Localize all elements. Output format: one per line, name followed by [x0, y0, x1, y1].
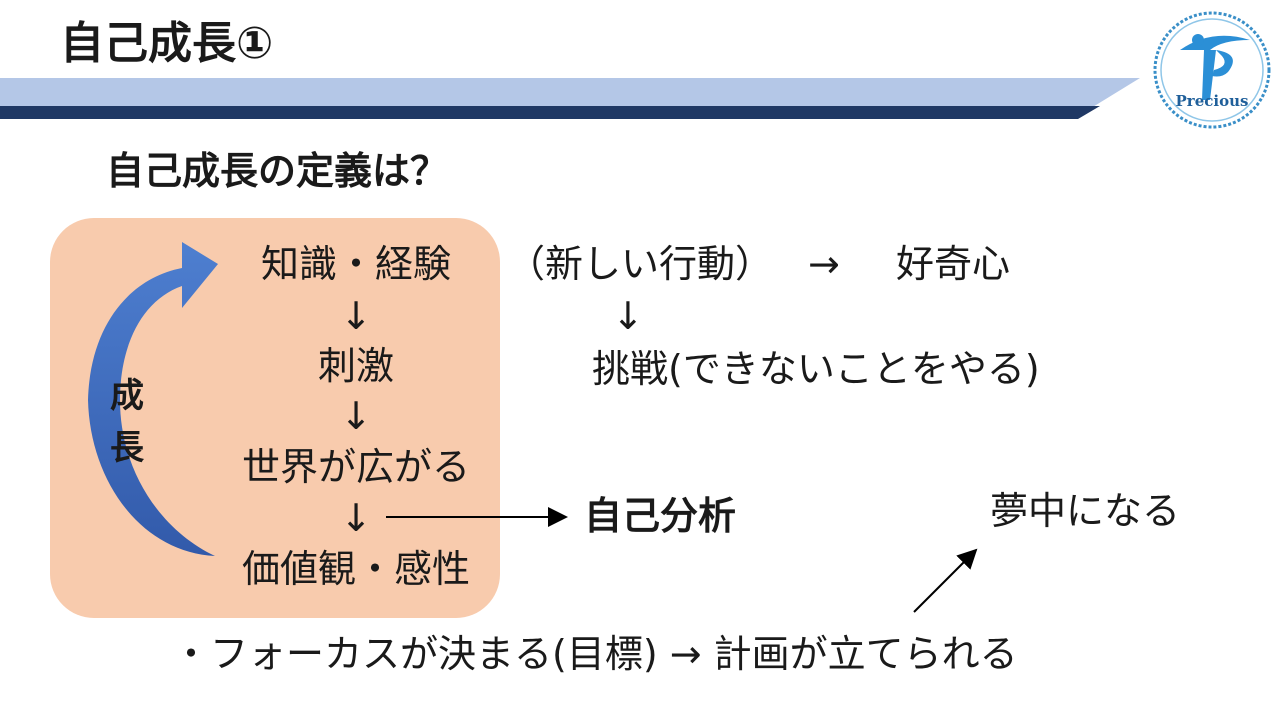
- absorbed-text: 夢中になる: [990, 489, 1181, 533]
- step-knowledge-experience: 知識・経験: [260, 242, 451, 286]
- curiosity-text: 好奇心: [896, 242, 1011, 286]
- header-band-light: [0, 78, 1140, 106]
- growth-label-2: 長: [110, 428, 144, 468]
- right-arrow-curiosity: →: [808, 242, 840, 286]
- down-arrow-challenge: ↓: [612, 294, 644, 338]
- header-band-dark: [0, 106, 1100, 119]
- growth-cycle-box: [50, 218, 500, 618]
- down-arrow-3: ↓: [340, 496, 372, 540]
- step-values-sensitivity: 価値観・感性: [241, 547, 470, 591]
- slide-title: 自己成長①: [60, 18, 274, 69]
- arrow-to-absorbed-icon: [913, 548, 978, 613]
- down-arrow-1: ↓: [340, 294, 372, 338]
- challenge-text: 挑戦(できないことをやる): [592, 347, 1040, 391]
- focus-plan-line: ・フォーカスが決まる(目標) → 計画が立てられる: [172, 632, 1018, 676]
- precious-logo: Precious: [1153, 11, 1271, 129]
- logo-text: Precious: [1176, 92, 1249, 110]
- definition-question: 自己成長の定義は？: [106, 149, 449, 193]
- growth-label-1: 成: [110, 376, 144, 416]
- new-action-text: （新しい行動）: [507, 242, 774, 286]
- growth-curved-arrow-icon: [88, 242, 218, 590]
- step-stimulus: 刺激: [317, 344, 394, 388]
- self-analysis-text: 自己分析: [584, 494, 737, 538]
- down-arrow-2: ↓: [340, 394, 372, 438]
- step-world-expands: 世界が広がる: [241, 445, 470, 489]
